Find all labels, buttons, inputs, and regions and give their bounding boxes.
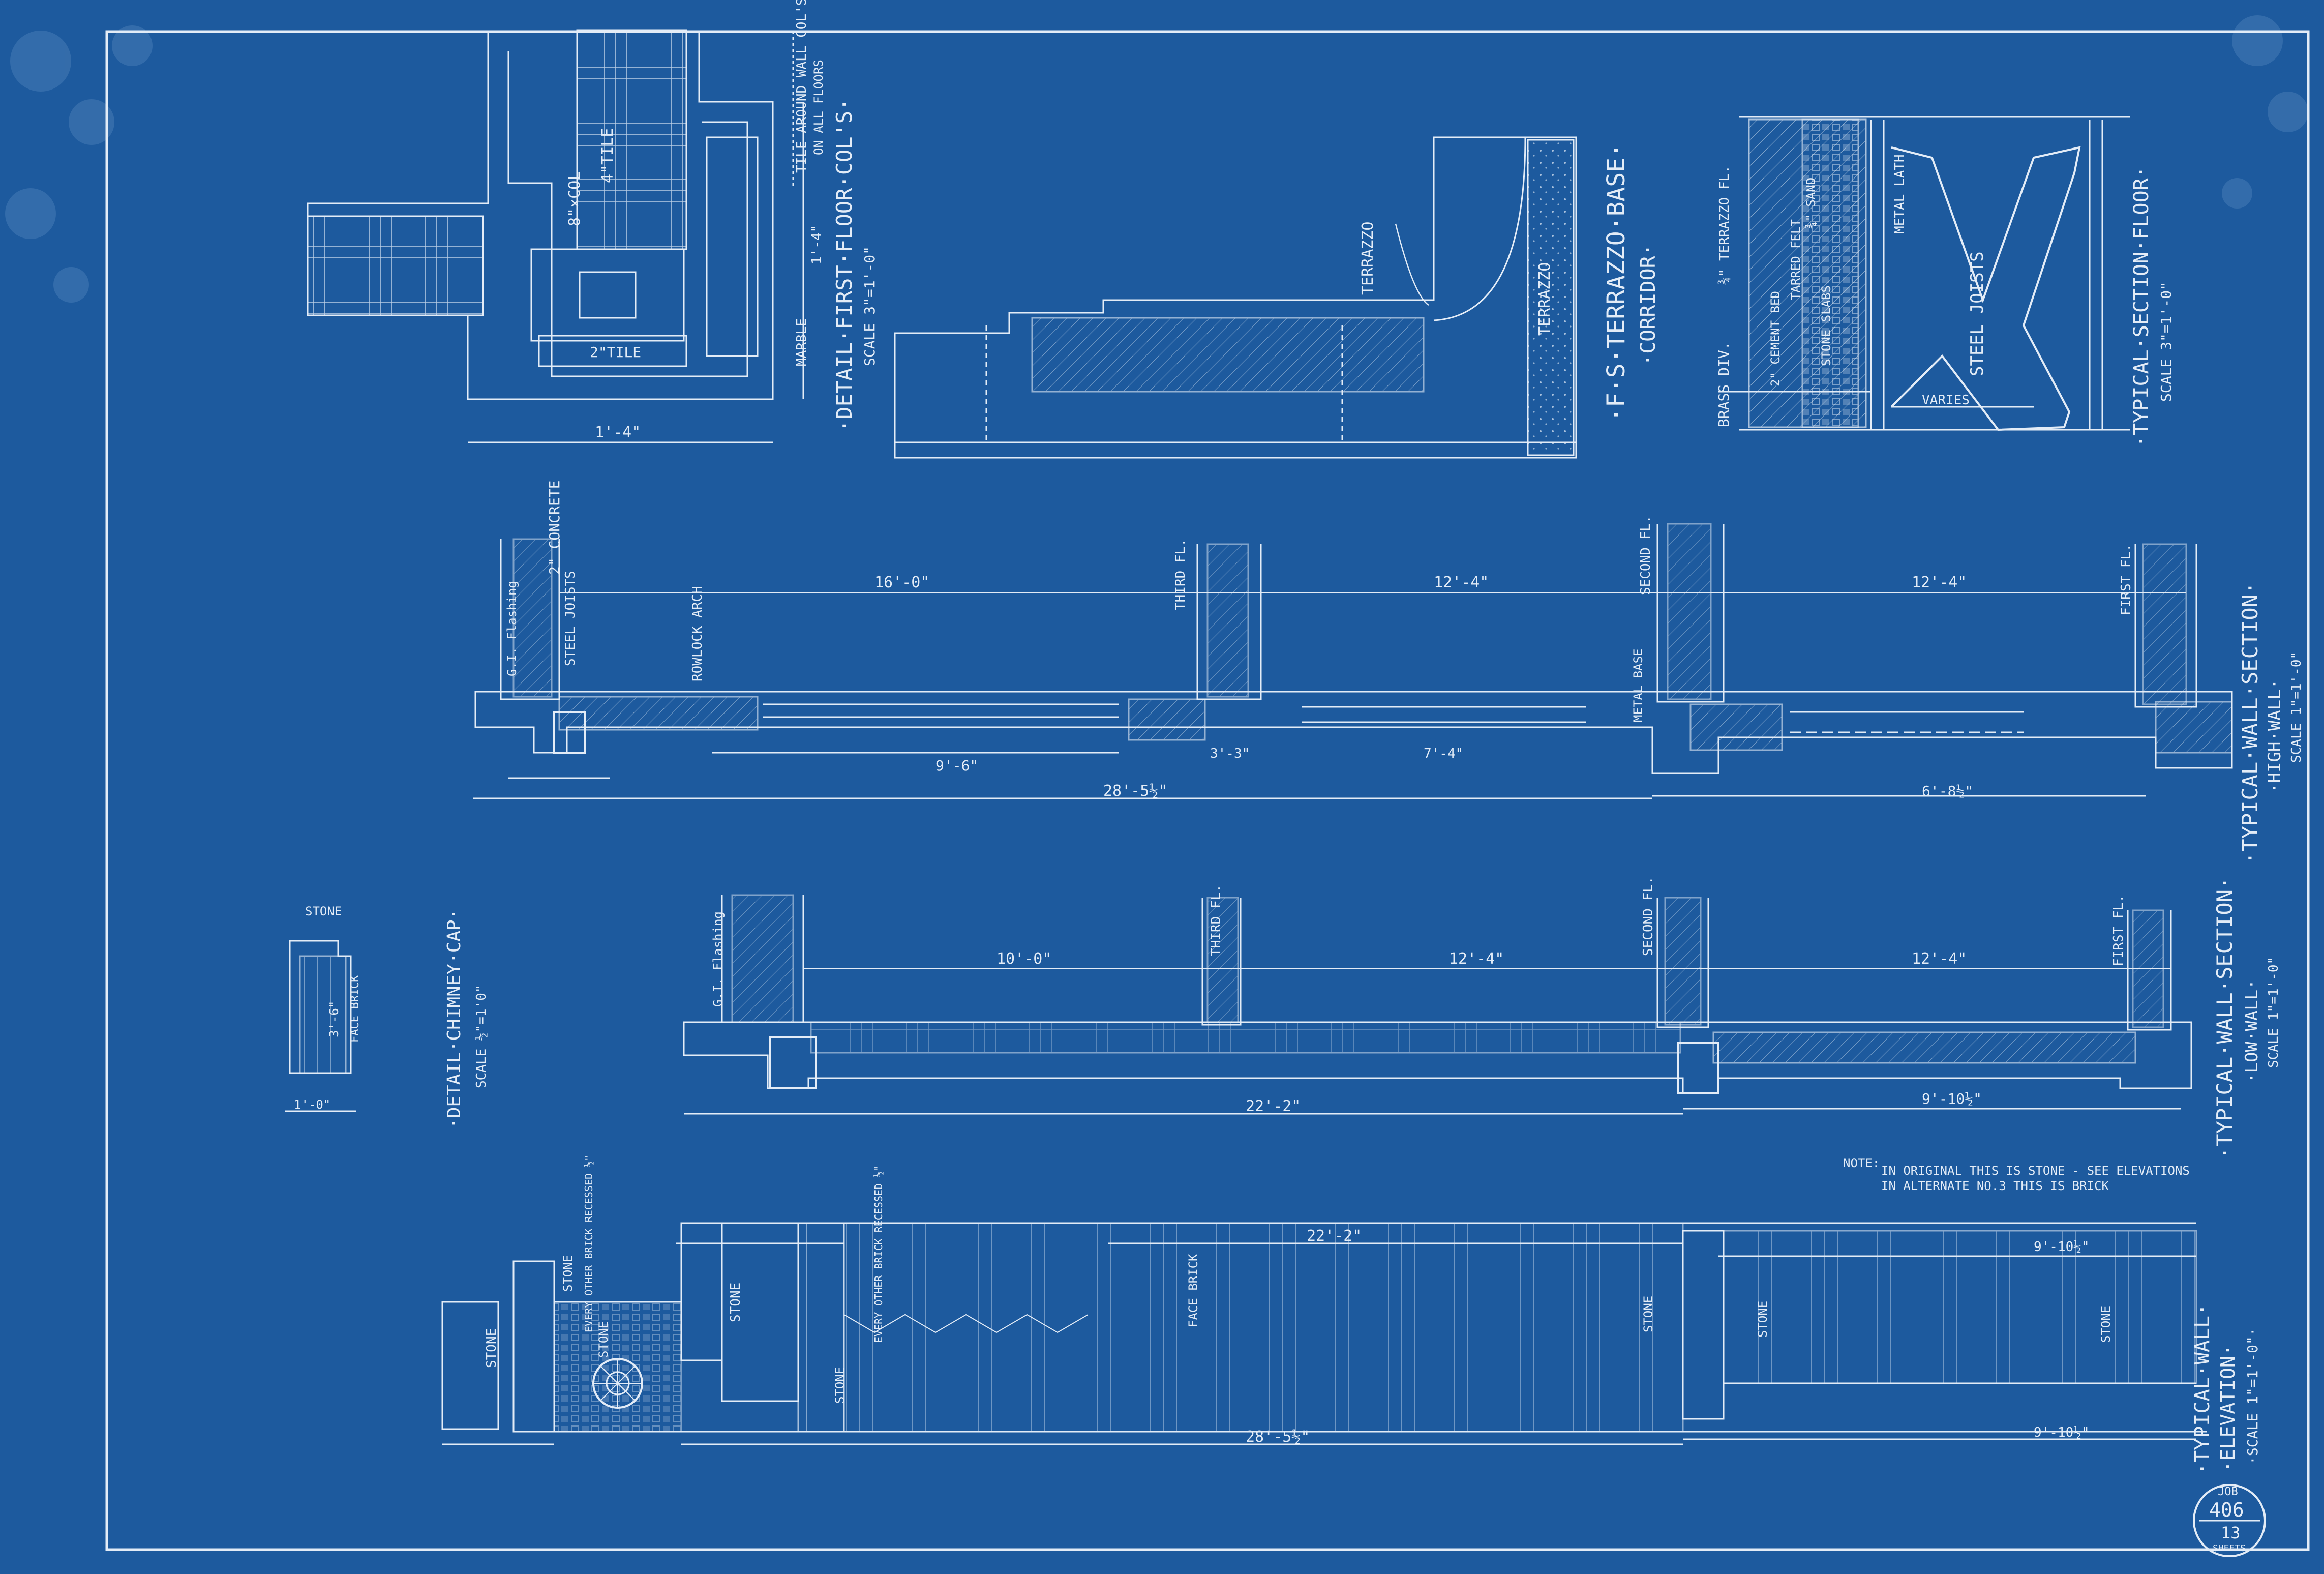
first-floor-note-2: ON ALL FLOORS [811,60,826,155]
high-wall-scale: SCALE 1"=1'-0" [2289,651,2304,763]
floor-section-scale: SCALE 3"=1'-0" [2158,282,2175,402]
floor-varies: VARIES [1922,393,1970,408]
low-wall-section [683,894,2192,1115]
sheet-border [105,30,2310,1551]
floor-cement-bed: 2" CEMENT BED [1768,291,1783,387]
elevation-stone-8: STONE [2099,1306,2113,1343]
wall-elevation [441,1222,2207,1445]
elevation-stone-4: STONE [728,1283,743,1322]
low-wall-title: ·TYPICAL·WALL·SECTION· [2212,877,2237,1160]
low-wall-dim-top-2: 12'-4" [1449,950,1504,968]
low-wall-scale: SCALE 1"=1'-0" [2266,957,2281,1068]
low-wall-dim-top-1: 10'-0" [997,950,1051,968]
floor-metal-lath: METAL LATH [1892,154,1908,234]
floor-steel-joists: STEEL JOISTS [1967,251,1987,376]
stamp-sheet-number: 13 [2221,1523,2241,1542]
high-wall-dim-bottom-4: 6'-8½" [1922,783,1973,799]
high-wall-concrete: 2" CONCRETE [546,481,563,575]
terrazzo-label-b: TERRAZZO [1536,262,1554,336]
first-floor-width: 1'-4" [595,424,641,441]
high-wall-overall: 28'-5½" [1103,782,1167,800]
chimney-cap-detail [285,940,356,1112]
low-wall-first-fl: FIRST FL. [2111,895,2126,966]
high-wall-metal-base: METAL BASE [1631,649,1645,723]
elevation-stone-7: STONE [1756,1301,1770,1338]
high-wall-dim-bottom-1: 9'-6" [935,757,978,774]
low-wall-third-fl: THIRD FL. [1209,884,1224,956]
chimney-dim-width: 1'-0" [294,1097,330,1112]
high-wall-title: ·TYPICAL·WALL·SECTION· [2238,582,2262,865]
stamp-job-label: JOB [2218,1486,2238,1498]
elevation-note-label: NOTE: [1843,1156,1880,1170]
stamp-sheets-label: SHEETS [2213,1543,2246,1554]
high-wall-dim-top-2: 12'-4" [1434,574,1489,591]
terrazzo-base-detail [894,136,1577,459]
elevation-face-brick: FACE BRICK [1186,1254,1200,1327]
first-floor-height: 1'-4" [809,225,825,264]
high-wall-dim-bottom-3: 7'-4" [1424,746,1463,761]
stamp-job-number: 406 [2209,1499,2244,1521]
first-floor-col-label: 8"×COL [566,171,584,226]
elevation-overall: 28'-5½" [1246,1428,1310,1446]
elevation-every-other: EVERY OTHER BRICK RECESSED ½" [583,1155,595,1332]
high-wall-dim-top-1: 16'-0" [874,574,929,591]
floor-sand: ¾" SAND [1804,177,1818,229]
first-floor-tile-2: 2"TILE [590,344,641,361]
high-wall-dim-bottom-2: 3'-3" [1210,746,1250,761]
floor-stone-slabs: STONE SLABS [1819,285,1833,366]
high-wall-subtitle: ·HIGH·WALL· [2265,679,2285,793]
first-floor-cols-scale: SCALE 3"=1'-0" [861,246,878,366]
terrazzo-base-subtitle: ·CORRIDOR· [1637,244,1660,366]
detail-first-floor-cols [307,29,804,443]
first-floor-tile-4: 4"TILE [599,128,617,183]
high-wall-steel-joists: STEEL JOISTS [563,571,578,666]
paper-stains [5,15,2308,303]
elevation-note-2: IN ALTERNATE NO.3 THIS IS BRICK [1881,1179,2109,1193]
high-wall-section [473,523,2233,799]
elevation-stone-3: STONE [596,1321,611,1358]
first-floor-cols-title: ·DETAIL·FIRST·FLOOR·COL'S· [832,98,857,432]
elevation-stone-5: STONE [833,1367,847,1404]
first-floor-note-1: TILE AROUND WALL COL'S [794,0,809,173]
high-wall-third-fl: THIRD FL. [1173,539,1188,610]
elevation-stone-2: STONE [561,1255,575,1292]
low-wall-overall: 22'-2" [1246,1097,1301,1115]
high-wall-second-fl: SECOND FL. [1638,515,1653,595]
elevation-title: ·TYPICAL·WALL· [2191,1303,2214,1475]
low-wall-dim-top-3: 12'-4" [1912,950,1967,968]
chimney-cap-scale: SCALE ½"=1'0" [474,985,489,1089]
elevation-scale: ·SCALE 1"=1'-0"· [2244,1327,2261,1465]
elevation-note-1: IN ORIGINAL THIS IS STONE - SEE ELEVATIO… [1881,1164,2190,1178]
elevation-stone-1: STONE [484,1328,499,1368]
high-wall-first-fl: FIRST FL. [2119,544,2134,615]
elevation-subtitle: ·ELEVATION· [2217,1344,2239,1472]
terrazzo-label-a: TERRAZZO [1359,222,1377,295]
high-wall-rowlock-arch: ROWLOCK ARCH [690,586,705,681]
elevation-every-other-2: EVERY OTHER BRICK RECESSED ½" [872,1165,885,1343]
elevation-stone-6: STONE [1641,1296,1655,1332]
high-wall-flashing: G.I. Flashing [505,581,519,676]
elevation-dim-top: 22'-2" [1307,1227,1362,1245]
chimney-stone: STONE [305,904,342,918]
first-floor-marble: MARBLE [794,318,809,366]
elevation-dim-right: 9'-10½" [2034,1239,2090,1255]
low-wall-second-fl: SECOND FL. [1641,876,1656,956]
floor-section-detail [1718,116,2130,431]
floor-tarred-felt: TARRED FELT [1789,219,1803,300]
elevation-dim-right-bottom: 9'-10½" [2034,1425,2090,1440]
high-wall-dim-top-3: 12'-4" [1912,574,1967,591]
chimney-dim-height: 3'-6" [327,1001,341,1037]
low-wall-flashing: G.I. Flashing [711,911,725,1007]
floor-brass-div: BRASS DIV. [1715,341,1732,427]
chimney-face-brick: FACE BRICK [349,975,361,1043]
job-stamp: JOB 406 13 SHEETS [2193,1484,2266,1557]
terrazzo-base-title: ·F·S·TERRAZZO·BASE· [1602,143,1631,422]
chimney-cap-title: ·DETAIL·CHIMNEY·CAP· [444,909,465,1129]
low-wall-dim-bottom-1: 9'-10½" [1922,1090,1982,1107]
floor-terrazzo-fl: ¾" TERRAZZO FL. [1717,165,1732,285]
low-wall-subtitle: ·LOW·WALL· [2242,979,2262,1083]
floor-section-title: ·TYPICAL·SECTION·FLOOR· [2130,166,2153,448]
